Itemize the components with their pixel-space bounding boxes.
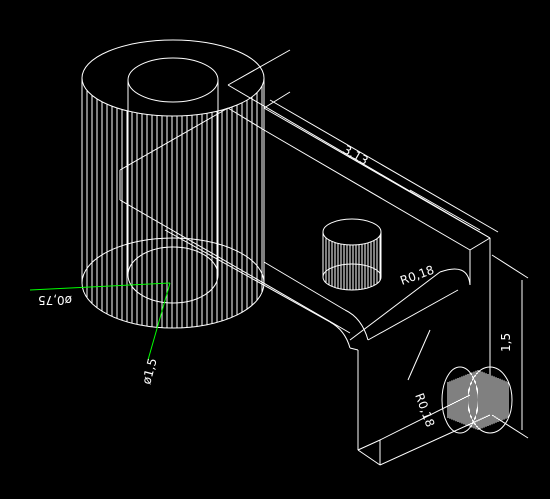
outer-cylinder-hatching [86,85,263,328]
inner-diameter-label: ø1,5 [139,357,159,386]
dimension-length [227,49,499,233]
outer-diameter-label: ø0,75 [38,293,72,307]
dimension-height-label: 1,5 [499,333,513,352]
fillet-small-label: R0,18 [412,391,437,429]
hole-cylinder [441,366,513,434]
inner-cylinder [127,57,219,304]
outer-cylinder [81,39,265,329]
dimension-height [491,254,529,439]
bracket-body [119,84,491,466]
fillet-small-leader [407,329,431,381]
fillet-large-label: R0,18 [398,263,436,288]
diameter-leaders [29,282,171,361]
boss-cylinder [322,218,382,291]
dimension-length-label: 3,13 [341,142,371,167]
